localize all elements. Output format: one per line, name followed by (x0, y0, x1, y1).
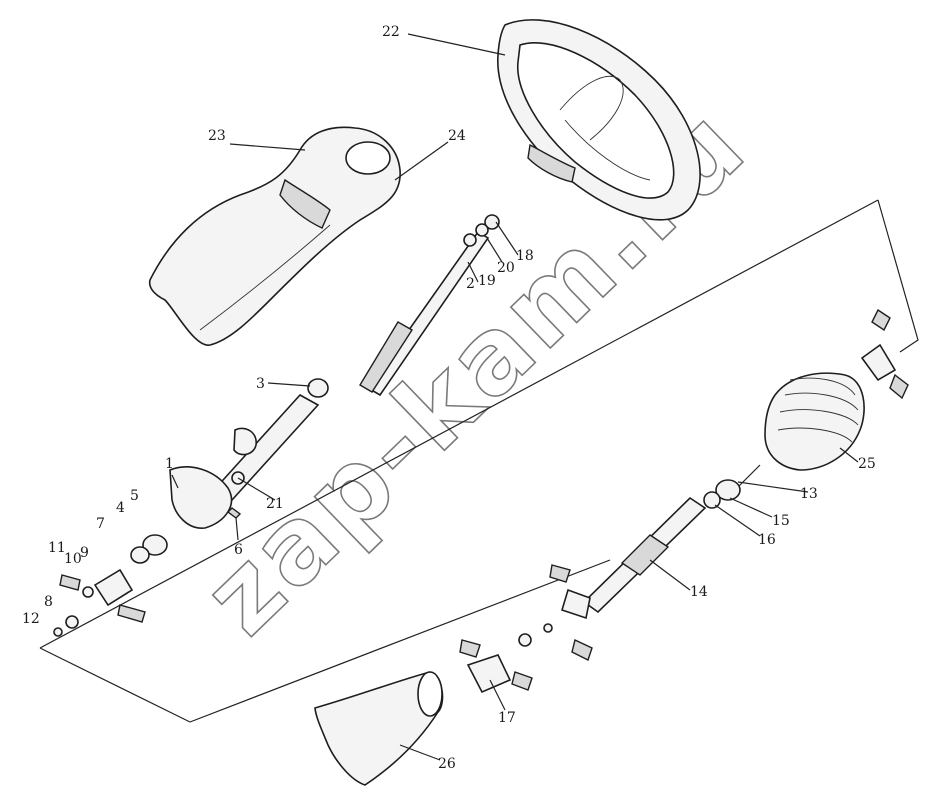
label-8: 8 (44, 594, 53, 610)
upper-steering-shaft (359, 214, 500, 397)
label-1: 1 (165, 456, 174, 472)
label-22: 22 (382, 24, 400, 40)
leader-lines (171, 33, 859, 761)
label-21: 21 (266, 496, 284, 512)
label-12: 12 (22, 611, 40, 627)
lower-universal-joint (53, 534, 168, 637)
column-tube (169, 378, 329, 529)
label-3: 3 (256, 376, 265, 392)
label-26: 26 (438, 756, 456, 772)
bellows-boot (764, 308, 909, 471)
label-9: 9 (80, 545, 89, 561)
label-25: 25 (858, 456, 876, 472)
floor-boot (314, 671, 444, 786)
lower-steering-shaft (549, 496, 707, 661)
group-frame-lower (189, 559, 611, 723)
label-16: 16 (758, 532, 776, 548)
label-19: 19 (478, 273, 496, 289)
label-15: 15 (772, 513, 790, 529)
group-frame-bottom (39, 647, 191, 723)
universal-joint-17 (459, 623, 553, 694)
label-20: 20 (497, 260, 515, 276)
part-labels: 22 23 24 2 19 20 18 3 1 21 6 5 4 7 11 10… (22, 24, 876, 772)
column-shroud (148, 126, 401, 346)
label-14: 14 (690, 584, 708, 600)
label-2: 2 (466, 276, 475, 292)
label-10: 10 (64, 551, 82, 567)
label-23: 23 (208, 128, 226, 144)
label-7: 7 (96, 516, 105, 532)
label-11: 11 (48, 540, 66, 556)
group-frame-top (39, 199, 879, 649)
label-24: 24 (448, 128, 466, 144)
label-18: 18 (516, 248, 534, 264)
intermediate-shaft-parts (703, 464, 761, 509)
label-17: 17 (498, 710, 516, 726)
group-frame-line (877, 199, 919, 353)
label-13: 13 (800, 486, 818, 502)
steering-wheel (497, 19, 701, 221)
label-5: 5 (130, 488, 139, 504)
label-4: 4 (116, 500, 125, 516)
label-6: 6 (234, 542, 243, 558)
